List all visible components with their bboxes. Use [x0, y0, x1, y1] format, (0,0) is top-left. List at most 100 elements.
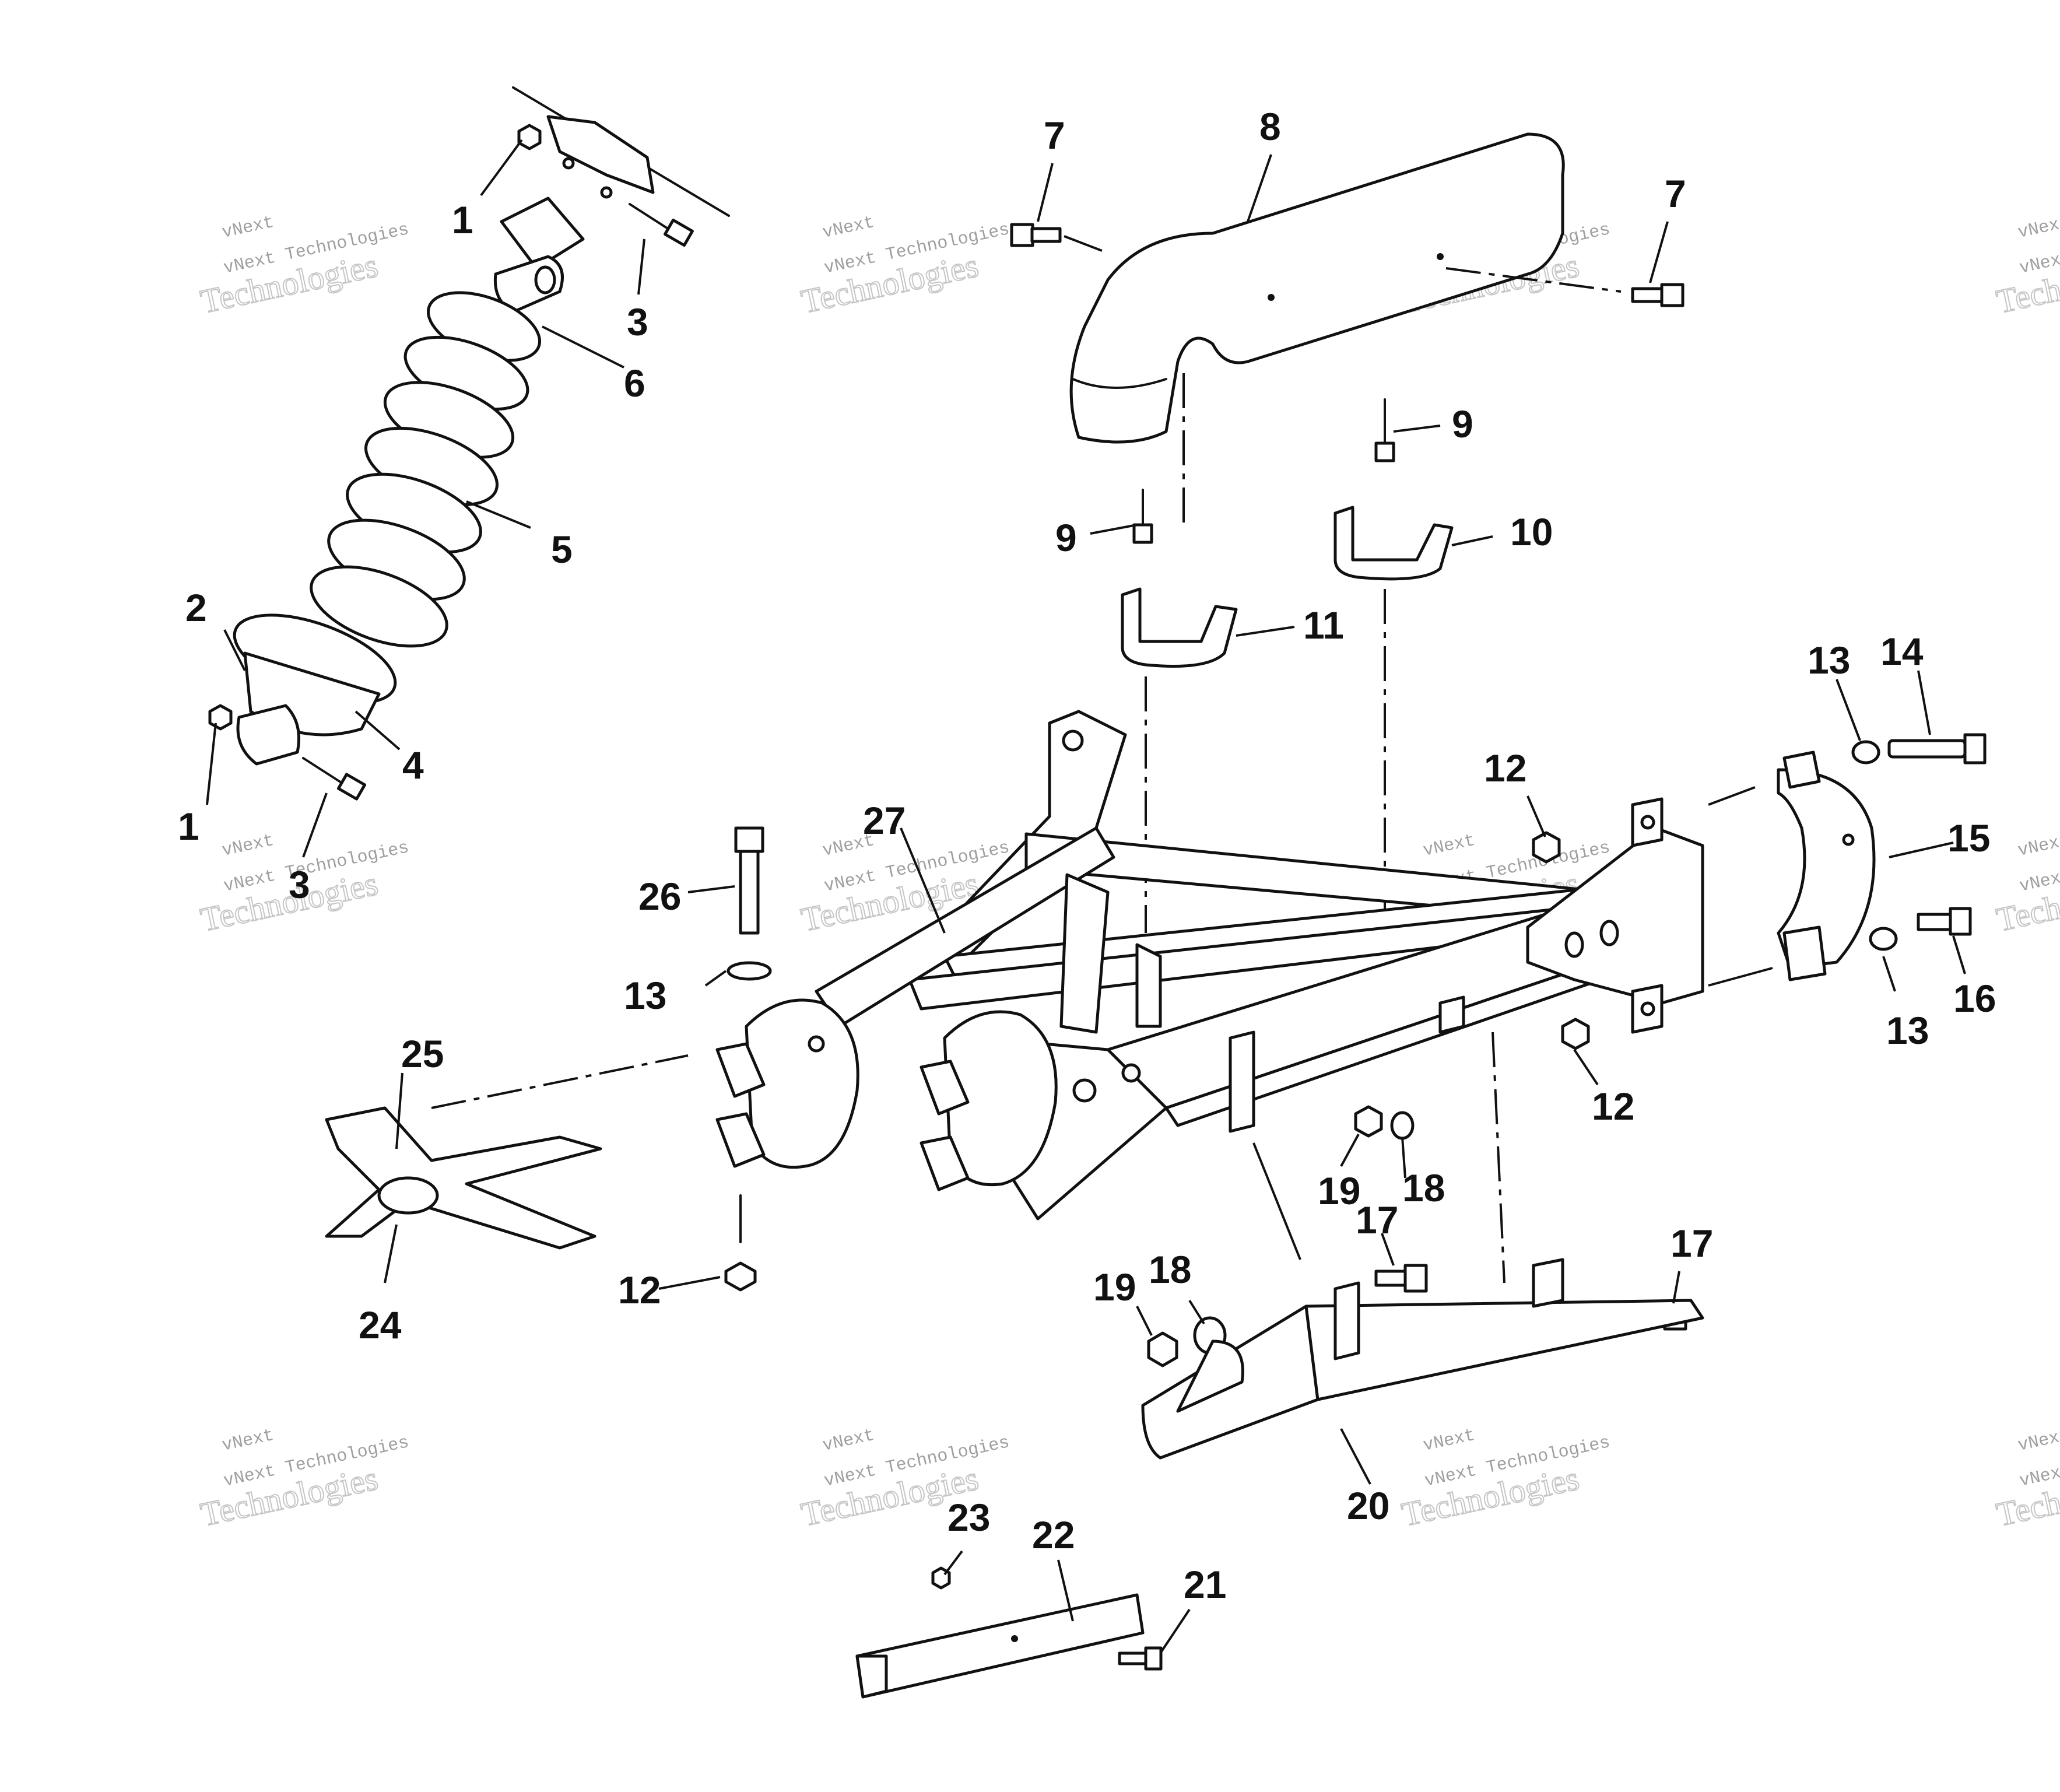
bumper-20-tab	[1333, 1281, 1360, 1360]
callout-26: 26	[638, 875, 681, 918]
watermark: vNext vNext Technologies Technologies	[1992, 1426, 2060, 1534]
callout-12: 12	[618, 1268, 661, 1311]
right-clamp-assembly	[1532, 733, 1987, 1050]
bolt-14-shank	[1887, 739, 1967, 759]
bumper-20-rail	[1304, 1299, 1704, 1401]
callout-4: 4	[402, 744, 424, 787]
callout-9: 9	[1055, 516, 1077, 559]
plate-hole	[1564, 931, 1584, 958]
skid-plate-center-hole	[377, 1176, 439, 1215]
callout-24: 24	[359, 1303, 402, 1346]
callout-14: 14	[1880, 630, 1924, 673]
watermark-line-1: vNext	[2016, 1426, 2060, 1456]
callout-25: 25	[401, 1032, 444, 1075]
bracket-11	[1121, 587, 1238, 668]
callout-11: 11	[1303, 604, 1344, 647]
clamp-15-tab-lower	[1782, 925, 1827, 981]
bolt-14-head	[1963, 733, 1987, 765]
plate-hole	[1072, 1078, 1097, 1103]
assembly-line	[431, 1054, 689, 1109]
bottom-bar-assembly	[855, 1566, 1163, 1699]
watermark-line-1: vNext	[821, 213, 876, 243]
assembly-line	[1445, 267, 1622, 293]
shield-rivet-hole	[1437, 253, 1444, 260]
upper-eye-mount	[500, 197, 585, 270]
watermark-line-1: vNext	[1422, 831, 1477, 861]
nut-12-bottom	[724, 1261, 757, 1292]
bracket-10	[1333, 506, 1454, 581]
bumper-20-notch	[1176, 1339, 1244, 1413]
bolt-21-head	[1144, 1646, 1163, 1671]
bolt-3-lower-shank	[302, 757, 345, 785]
bolt-16-head	[1949, 907, 1972, 936]
frame-strut	[1135, 943, 1162, 1028]
pivot-clamp	[920, 1060, 970, 1116]
nut-1-upper	[517, 124, 542, 150]
plate-hole	[1599, 920, 1619, 946]
rail-tab	[1229, 1030, 1255, 1133]
callout-13: 13	[1808, 639, 1850, 682]
bumper-20-tab	[1532, 1258, 1564, 1308]
callout-1: 1	[452, 198, 473, 241]
callout-10: 10	[1510, 510, 1553, 553]
clamp-15-tab-upper	[1782, 751, 1821, 789]
washer-18-upper	[1390, 1111, 1415, 1140]
callout-12: 12	[1592, 1085, 1634, 1128]
leader-line	[1064, 235, 1103, 252]
frame-strut	[1059, 873, 1110, 1034]
callout-17: 17	[1671, 1222, 1713, 1265]
clamp-15	[1777, 768, 1876, 970]
bolt-7-right-shank	[1631, 287, 1664, 303]
washer-13-upper-right	[1851, 740, 1880, 765]
callout-3: 3	[289, 863, 310, 906]
callout-15: 15	[1947, 816, 1990, 860]
plate-hole	[1121, 1063, 1141, 1083]
bar-22-face	[855, 1593, 1145, 1699]
callout-2: 2	[185, 586, 207, 629]
callout-16: 16	[1953, 977, 1996, 1020]
pivot-clamp	[920, 1135, 970, 1191]
rivet-9-right-head	[1374, 441, 1395, 462]
watermark: vNext vNext Technologies Technologies	[196, 1426, 410, 1534]
callout-21: 21	[1184, 1563, 1226, 1606]
skid-plate-24	[325, 1106, 602, 1250]
pivot-hole	[808, 1035, 825, 1053]
shield-rivet-hole	[1268, 294, 1275, 301]
nut-1-lower	[208, 704, 233, 731]
coil-spring-5	[310, 291, 542, 648]
left-pivot-hardware	[325, 826, 772, 1292]
bracket-hole	[562, 157, 575, 170]
assembly-line	[1708, 967, 1773, 987]
bolt-3-upper-shank	[629, 203, 672, 232]
callout-27: 27	[863, 799, 906, 842]
watermark: vNext vNext Technologies Technologies	[196, 213, 410, 321]
callout-22: 22	[1032, 1513, 1075, 1556]
assembly-line	[1492, 1032, 1505, 1283]
rivet-9-left-head	[1132, 523, 1153, 544]
bolt-7-left-head	[1010, 223, 1034, 247]
watermark: vNext vNext Technologies Technologies	[1398, 1426, 1612, 1534]
callout-5: 5	[551, 528, 573, 571]
heat-shield-assembly	[1010, 132, 1685, 525]
watermark: vNext vNext Technologies Technologies	[797, 213, 1011, 321]
watermark-line-1: vNext	[2016, 213, 2060, 243]
callout-19: 19	[1093, 1265, 1136, 1309]
nut-12-lower-right	[1561, 1018, 1590, 1050]
pivot-housing-right	[943, 1010, 1058, 1187]
callout-6: 6	[624, 362, 645, 405]
bolt-26-shank	[739, 850, 760, 935]
watermark-line-1: vNext	[220, 831, 276, 861]
callout-17: 17	[1356, 1198, 1398, 1242]
end-plate-tab-hole	[1640, 815, 1655, 830]
bolt-3-lower-head	[336, 773, 367, 801]
bolt-7-right-head	[1660, 283, 1685, 307]
callout-23: 23	[947, 1496, 990, 1539]
nut-19-upper	[1354, 1105, 1383, 1138]
bolt-16-shank	[1917, 913, 1955, 931]
pivot-clamp	[715, 1112, 766, 1168]
callouts: 1 3 6 5 2 4 1 3 7 8 7 9 9 10 11 13 14 12…	[178, 105, 1996, 1606]
bolt-26-head	[734, 826, 764, 853]
watermark-line-1: vNext	[1422, 1426, 1477, 1456]
clamp-hole	[1842, 833, 1855, 846]
